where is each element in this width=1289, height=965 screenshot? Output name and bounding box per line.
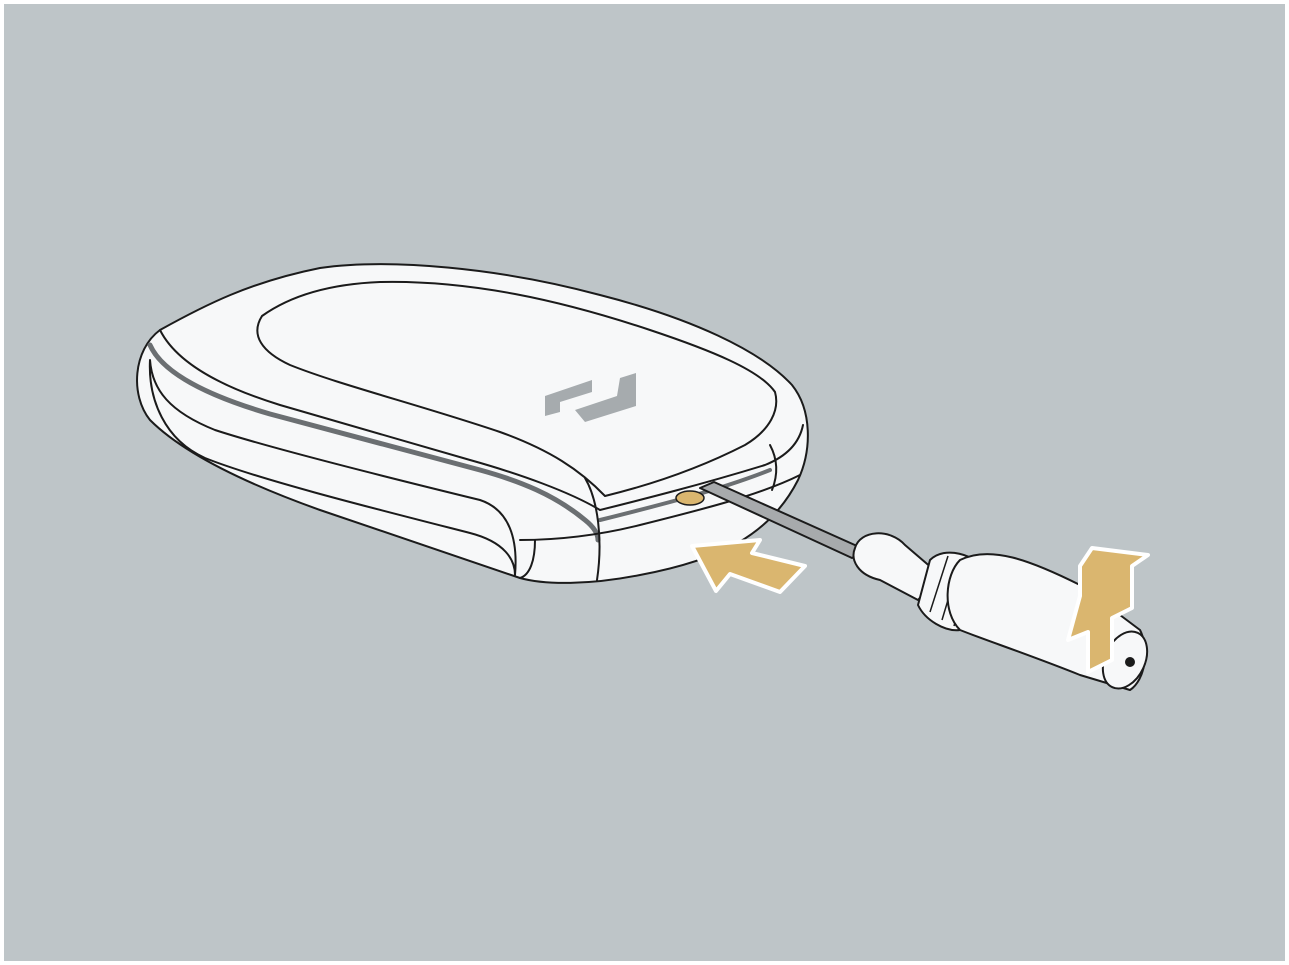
screwdriver-end-hole: [1126, 658, 1134, 666]
arrow-push-icon: [692, 540, 805, 592]
device-icon: [137, 264, 808, 583]
reset-hole: [676, 491, 704, 505]
